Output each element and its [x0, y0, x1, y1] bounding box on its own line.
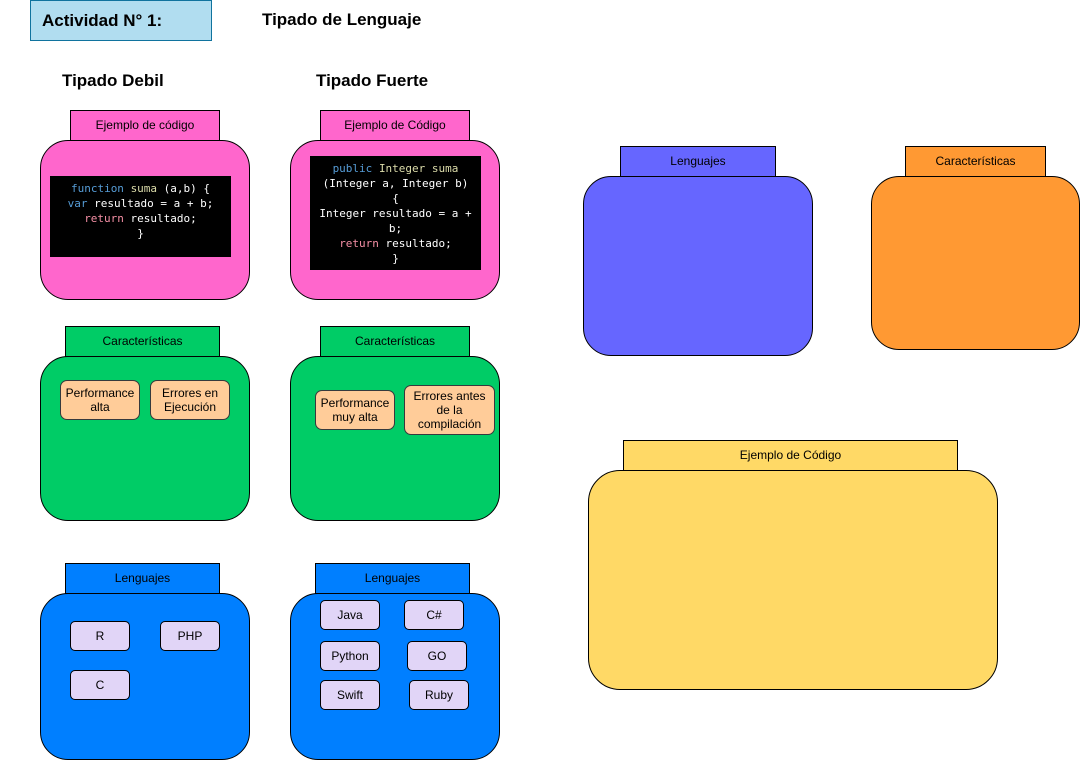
- code-keyword: return: [339, 237, 379, 250]
- empty-features-container: [871, 176, 1080, 350]
- code-text: (Integer a, Integer b): [322, 177, 469, 190]
- code-text: }: [392, 252, 399, 265]
- weak-code-tab: Ejemplo de código: [70, 110, 220, 141]
- code-text: b;: [388, 222, 403, 235]
- code-text: resultado;: [123, 212, 197, 225]
- weak-feature-performance: Performance alta: [60, 380, 140, 420]
- empty-languages-tab: Lenguajes: [620, 146, 776, 177]
- code-keyword: return: [84, 212, 124, 225]
- code-function: Integer suma: [378, 162, 459, 175]
- language-ruby: Ruby: [409, 680, 469, 710]
- strong-features-tab: Características: [320, 326, 470, 357]
- language-java: Java: [320, 600, 380, 630]
- weak-code-block: function suma (a,b) { var resultado = a …: [50, 176, 231, 257]
- code-function: suma: [130, 182, 158, 195]
- page-title: Tipado de Lenguaje: [262, 10, 422, 29]
- strong-feature-performance: Performance muy alta: [315, 390, 395, 430]
- strong-feature-errors: Errores antes de la compilación: [404, 385, 495, 435]
- code-text: Integer resultado = a +: [319, 207, 472, 220]
- weak-feature-errors: Errores en Ejecución: [150, 380, 230, 420]
- language-php: PHP: [160, 621, 220, 651]
- code-text: {: [392, 192, 399, 205]
- weak-languages-tab: Lenguajes: [65, 563, 220, 594]
- strong-typing-title: Tipado Fuerte: [316, 71, 429, 90]
- code-text: }: [137, 227, 144, 240]
- code-keyword: var: [67, 197, 88, 210]
- empty-code-tab: Ejemplo de Código: [623, 440, 958, 471]
- code-text: resultado;: [378, 237, 452, 250]
- weak-features-tab: Características: [65, 326, 220, 357]
- code-keyword: public: [332, 162, 373, 175]
- strong-code-tab: Ejemplo de Código: [320, 110, 470, 141]
- empty-features-tab: Características: [905, 146, 1046, 177]
- strong-code-block: public Integer suma (Integer a, Integer …: [310, 156, 481, 270]
- language-swift: Swift: [320, 680, 380, 710]
- weak-typing-title: Tipado Debil: [62, 71, 164, 90]
- empty-code-container: [588, 470, 998, 690]
- code-text: (a,b) {: [157, 182, 211, 195]
- language-csharp: C#: [404, 600, 464, 630]
- strong-features-container: [290, 356, 500, 521]
- language-r: R: [70, 621, 130, 651]
- language-c: C: [70, 670, 130, 700]
- code-keyword: function: [70, 182, 124, 195]
- strong-languages-tab: Lenguajes: [315, 563, 470, 594]
- activity-label: Actividad N° 1:: [30, 0, 212, 41]
- language-go: GO: [407, 641, 467, 671]
- empty-languages-container: [583, 176, 813, 356]
- language-python: Python: [320, 641, 380, 671]
- code-text: resultado = a + b;: [87, 197, 214, 210]
